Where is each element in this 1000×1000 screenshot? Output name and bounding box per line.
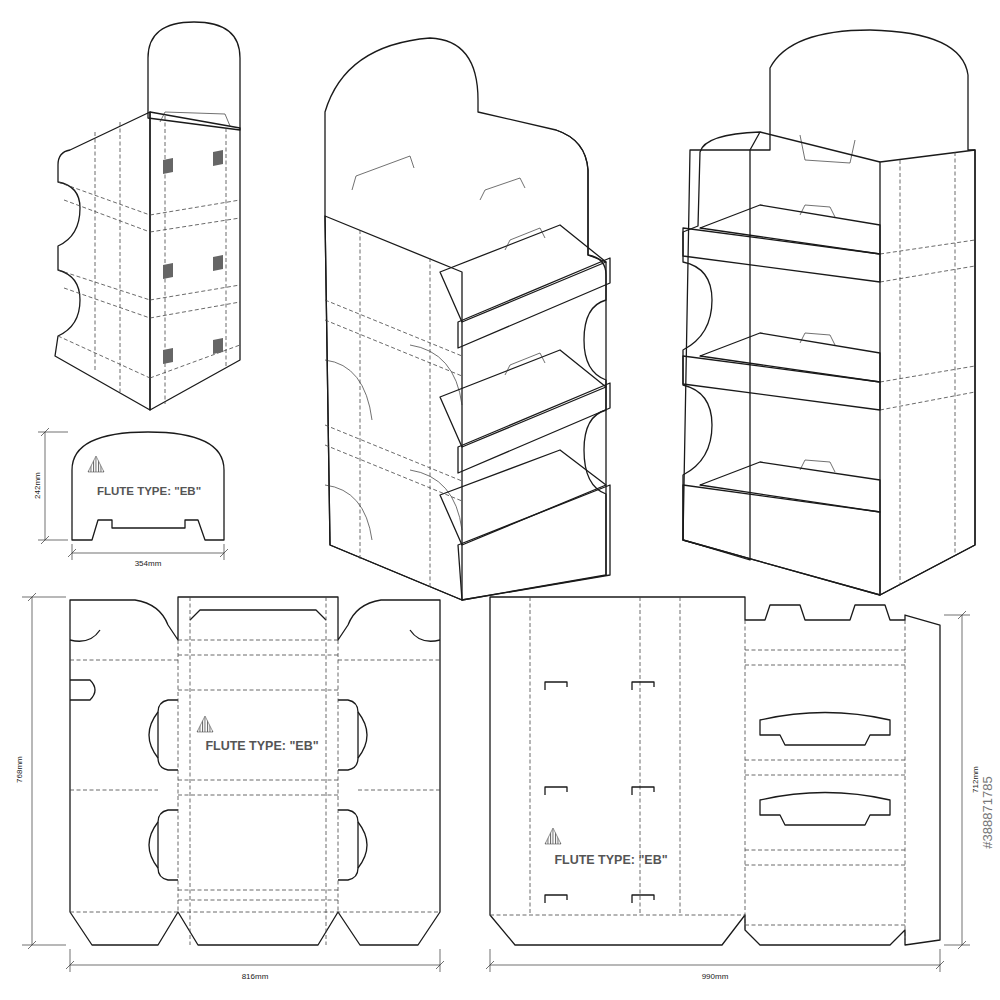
dimension-label: 354mm [134, 559, 163, 568]
shelf-dieline [486, 597, 970, 972]
dimension-label: 768mm [14, 756, 23, 785]
right-stand-view [683, 30, 975, 595]
flute-type-note: FLUTE TYPE: "EB" [204, 739, 319, 753]
dimension-label: 712mm [970, 766, 979, 795]
stand-body-dieline [22, 593, 444, 972]
middle-stand-view [325, 38, 610, 600]
dimension-label: 242mm [32, 472, 41, 501]
dimension-label: 816mm [241, 972, 270, 981]
small-stand-view [55, 22, 240, 410]
flute-type-note: FLUTE TYPE: "EB" [553, 853, 668, 867]
stock-id-watermark: #388871785 [981, 775, 996, 849]
dimension-label: 990mm [701, 972, 730, 981]
flute-type-note: FLUTE TYPE: "EB" [96, 485, 202, 498]
header-card-flat [38, 428, 228, 560]
